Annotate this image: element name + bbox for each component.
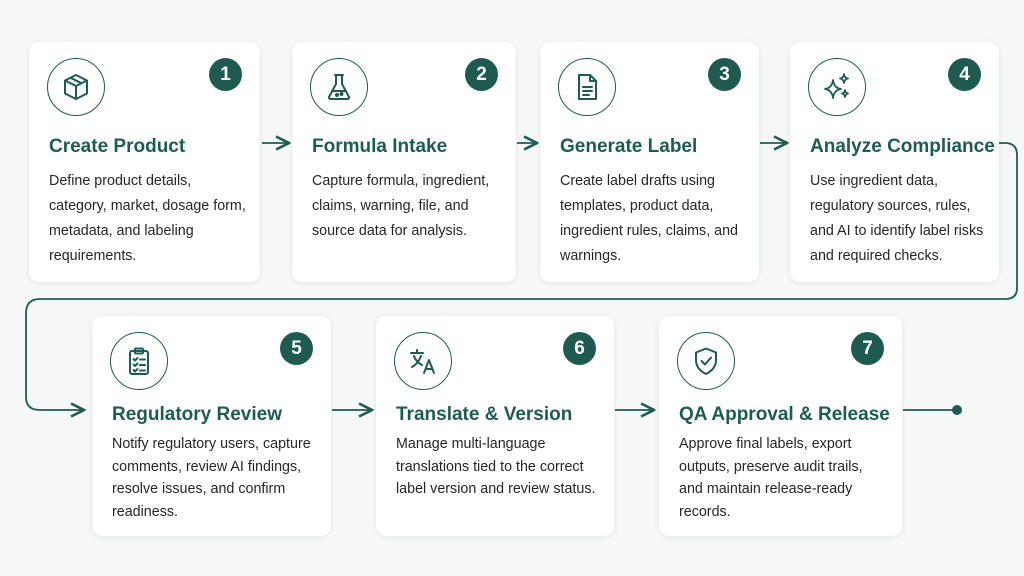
step-title: Regulatory Review (112, 404, 282, 425)
shield-check-icon (677, 332, 735, 390)
step-title: QA Approval & Release (679, 404, 890, 425)
end-dot (952, 405, 962, 415)
step-number-badge: 2 (465, 58, 498, 91)
step-card-1: 1 Create Product Define product details,… (29, 42, 260, 282)
step-title: Analyze Compliance (810, 136, 995, 157)
box-icon (47, 58, 105, 116)
step-card-4: 4 Analyze Compliance Use ingredient data… (790, 42, 999, 282)
step-number-badge: 6 (563, 332, 596, 365)
step-title: Generate Label (560, 136, 698, 157)
step-title: Formula Intake (312, 136, 448, 157)
step-description: Capture formula, ingredient, claims, war… (312, 173, 490, 239)
step-number-badge: 1 (209, 58, 242, 91)
flask-icon (310, 58, 368, 116)
step-description: Use ingredient data, regulatory sources,… (810, 173, 984, 264)
step-card-7: 7 QA Approval & Release Approve final la… (659, 316, 902, 536)
step-card-3: 3 Generate Label Create label drafts usi… (540, 42, 759, 282)
wrap-connector (25, 142, 1018, 410)
sparkles-icon (808, 58, 866, 116)
step-number-badge: 3 (708, 58, 741, 91)
document-icon (558, 58, 616, 116)
step-number-badge: 7 (851, 332, 884, 365)
step-card-6: 6 Translate & Version Manage multi-langu… (376, 316, 614, 536)
step-card-5: 5 Regulatory Review Notify regulatory us… (92, 316, 331, 536)
step-description: Create label drafts using templates, pro… (560, 173, 739, 264)
step-description: Define product details, category, market… (49, 173, 246, 264)
translate-icon (394, 332, 452, 390)
clipboard-check-icon (110, 332, 168, 390)
step-title: Translate & Version (396, 404, 573, 425)
step-number-badge: 5 (280, 332, 313, 365)
step-number-badge: 4 (948, 58, 981, 91)
step-card-2: 2 Formula Intake Capture formula, ingred… (292, 42, 516, 282)
step-title: Create Product (49, 136, 186, 157)
step-description: Approve final labels, export outputs, pr… (679, 436, 863, 520)
step-description: Manage multi-language translations tied … (396, 436, 596, 497)
step-description: Notify regulatory users, capture comment… (112, 436, 311, 520)
